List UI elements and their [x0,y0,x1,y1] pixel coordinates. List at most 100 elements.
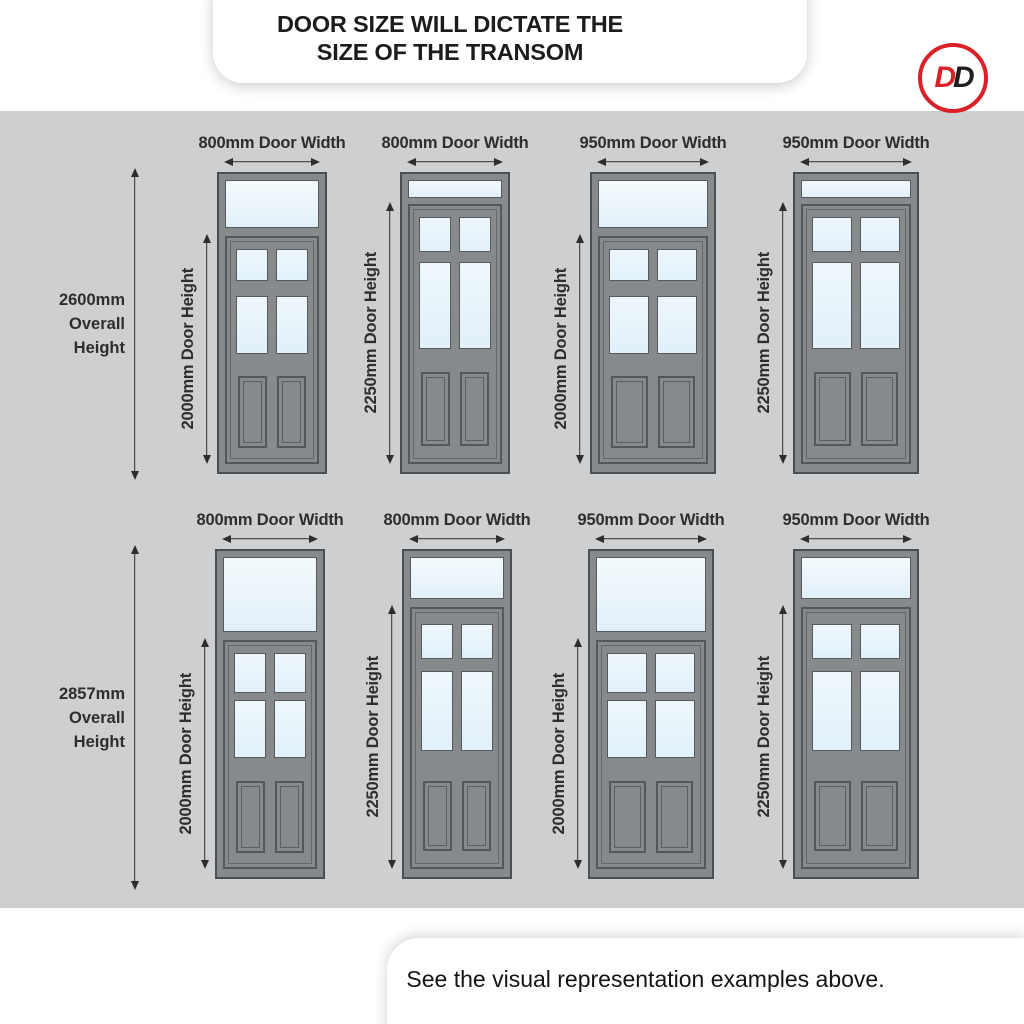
door-slab [801,204,911,464]
transom-window [801,557,911,599]
door-panel [460,372,489,446]
door-slab [223,640,317,869]
glass-pane [812,671,852,751]
door-panel [611,376,648,448]
door-slab [801,607,911,869]
door-slab [410,607,504,869]
height-arrow-icon [777,202,788,464]
width-arrow-icon [409,533,505,544]
door-width-label: 800mm Door Width [383,511,531,529]
door-graphic [402,549,512,879]
overall-height-label-row1: 2600mm Overall Height [58,291,125,357]
door-width-label: 950mm Door Width [579,134,727,152]
door-height-label: 2000mm Door Height [552,268,570,430]
glass-pane [276,249,308,281]
width-arrow-icon [595,533,707,544]
height-arrow-icon [201,234,212,464]
glass-pane [657,296,697,354]
transom-window [225,180,319,228]
height-arrow-icon [386,605,397,869]
door-panel [609,781,646,853]
door-height-label: 2250mm Door Height [362,252,380,414]
glass-pane [812,262,852,349]
glass-pane [459,217,491,252]
width-arrow-icon [800,533,912,544]
transom-window [410,557,504,599]
height-arrow-icon [199,638,210,869]
glass-pane [234,653,266,693]
dd-logo-icon: D D [918,43,988,113]
door-width-label: 800mm Door Width [198,134,346,152]
door-graphic [793,172,919,474]
door-figure-6: 800mm Door Width 2250mm Door Height [354,510,531,879]
glass-pane [655,653,695,693]
door-panel [277,376,306,448]
door-height-label: 2000mm Door Height [177,672,195,835]
title-card: DOOR SIZE WILL DICTATE THE SIZE OF THE T… [213,0,807,83]
glass-pane [419,217,451,252]
glass-pane [609,249,649,281]
door-panel [656,781,693,853]
height-arrow-icon [574,234,585,464]
door-graphic [217,172,327,474]
overall-height-annotation-row1: 2600mm Overall Height [39,168,140,480]
door-height-label: 2250mm Door Height [755,656,773,818]
overall-height-arrow-icon [129,168,140,480]
dd-logo-letter2: D [953,61,975,94]
transom-window [408,180,502,198]
door-height-label: 2000mm Door Height [179,268,197,430]
door-width-label: 800mm Door Width [196,511,344,529]
glass-pane [421,671,453,751]
door-slab [598,236,708,464]
glass-pane [655,700,695,758]
door-panel [814,781,851,851]
glass-pane [860,671,900,751]
transom-window [598,180,708,228]
door-panel [861,781,898,851]
width-arrow-icon [800,156,912,167]
page-title-line1: DOOR SIZE WILL DICTATE THE [277,11,623,37]
page-title: DOOR SIZE WILL DICTATE THE SIZE OF THE T… [213,10,687,66]
door-panel [275,781,304,853]
door-panel [462,781,491,851]
door-panel [238,376,267,448]
door-graphic [590,172,716,474]
glass-pane [236,249,268,281]
door-graphic [588,549,714,879]
width-arrow-icon [224,156,320,167]
transom-window [223,557,317,632]
glass-pane [860,262,900,349]
glass-pane [421,624,453,659]
width-arrow-icon [407,156,503,167]
glass-pane [276,296,308,354]
door-figure-4: 950mm Door Width 2250mm Door Height [745,133,930,474]
glass-pane [236,296,268,354]
glass-pane [812,217,852,252]
door-figure-1: 800mm Door Width 2000mm Door Height [169,133,346,474]
door-graphic [215,549,325,879]
footer-note: See the visual representation examples a… [406,966,885,992]
glass-pane [461,624,493,659]
door-figure-7: 950mm Door Width 2000mm Door Height [540,510,725,879]
door-graphic [793,549,919,879]
door-height-label: 2000mm Door Height [550,672,568,835]
glass-pane [860,624,900,659]
glass-pane [274,653,306,693]
door-width-label: 950mm Door Width [577,511,725,529]
height-arrow-icon [572,638,583,869]
door-panel [658,376,695,448]
footer-note-card: See the visual representation examples a… [387,938,1024,1024]
glass-pane [609,296,649,354]
door-slab [596,640,706,869]
dd-logo-letter1: D [934,61,956,94]
height-arrow-icon [384,202,395,464]
glass-pane [607,653,647,693]
door-slab [225,236,319,464]
door-figure-8: 950mm Door Width 2250mm Door Height [745,510,930,879]
overall-height-arrow-icon [129,545,140,890]
door-panel [236,781,265,853]
glass-pane [607,700,647,758]
door-width-label: 800mm Door Width [381,134,529,152]
glass-pane [461,671,493,751]
